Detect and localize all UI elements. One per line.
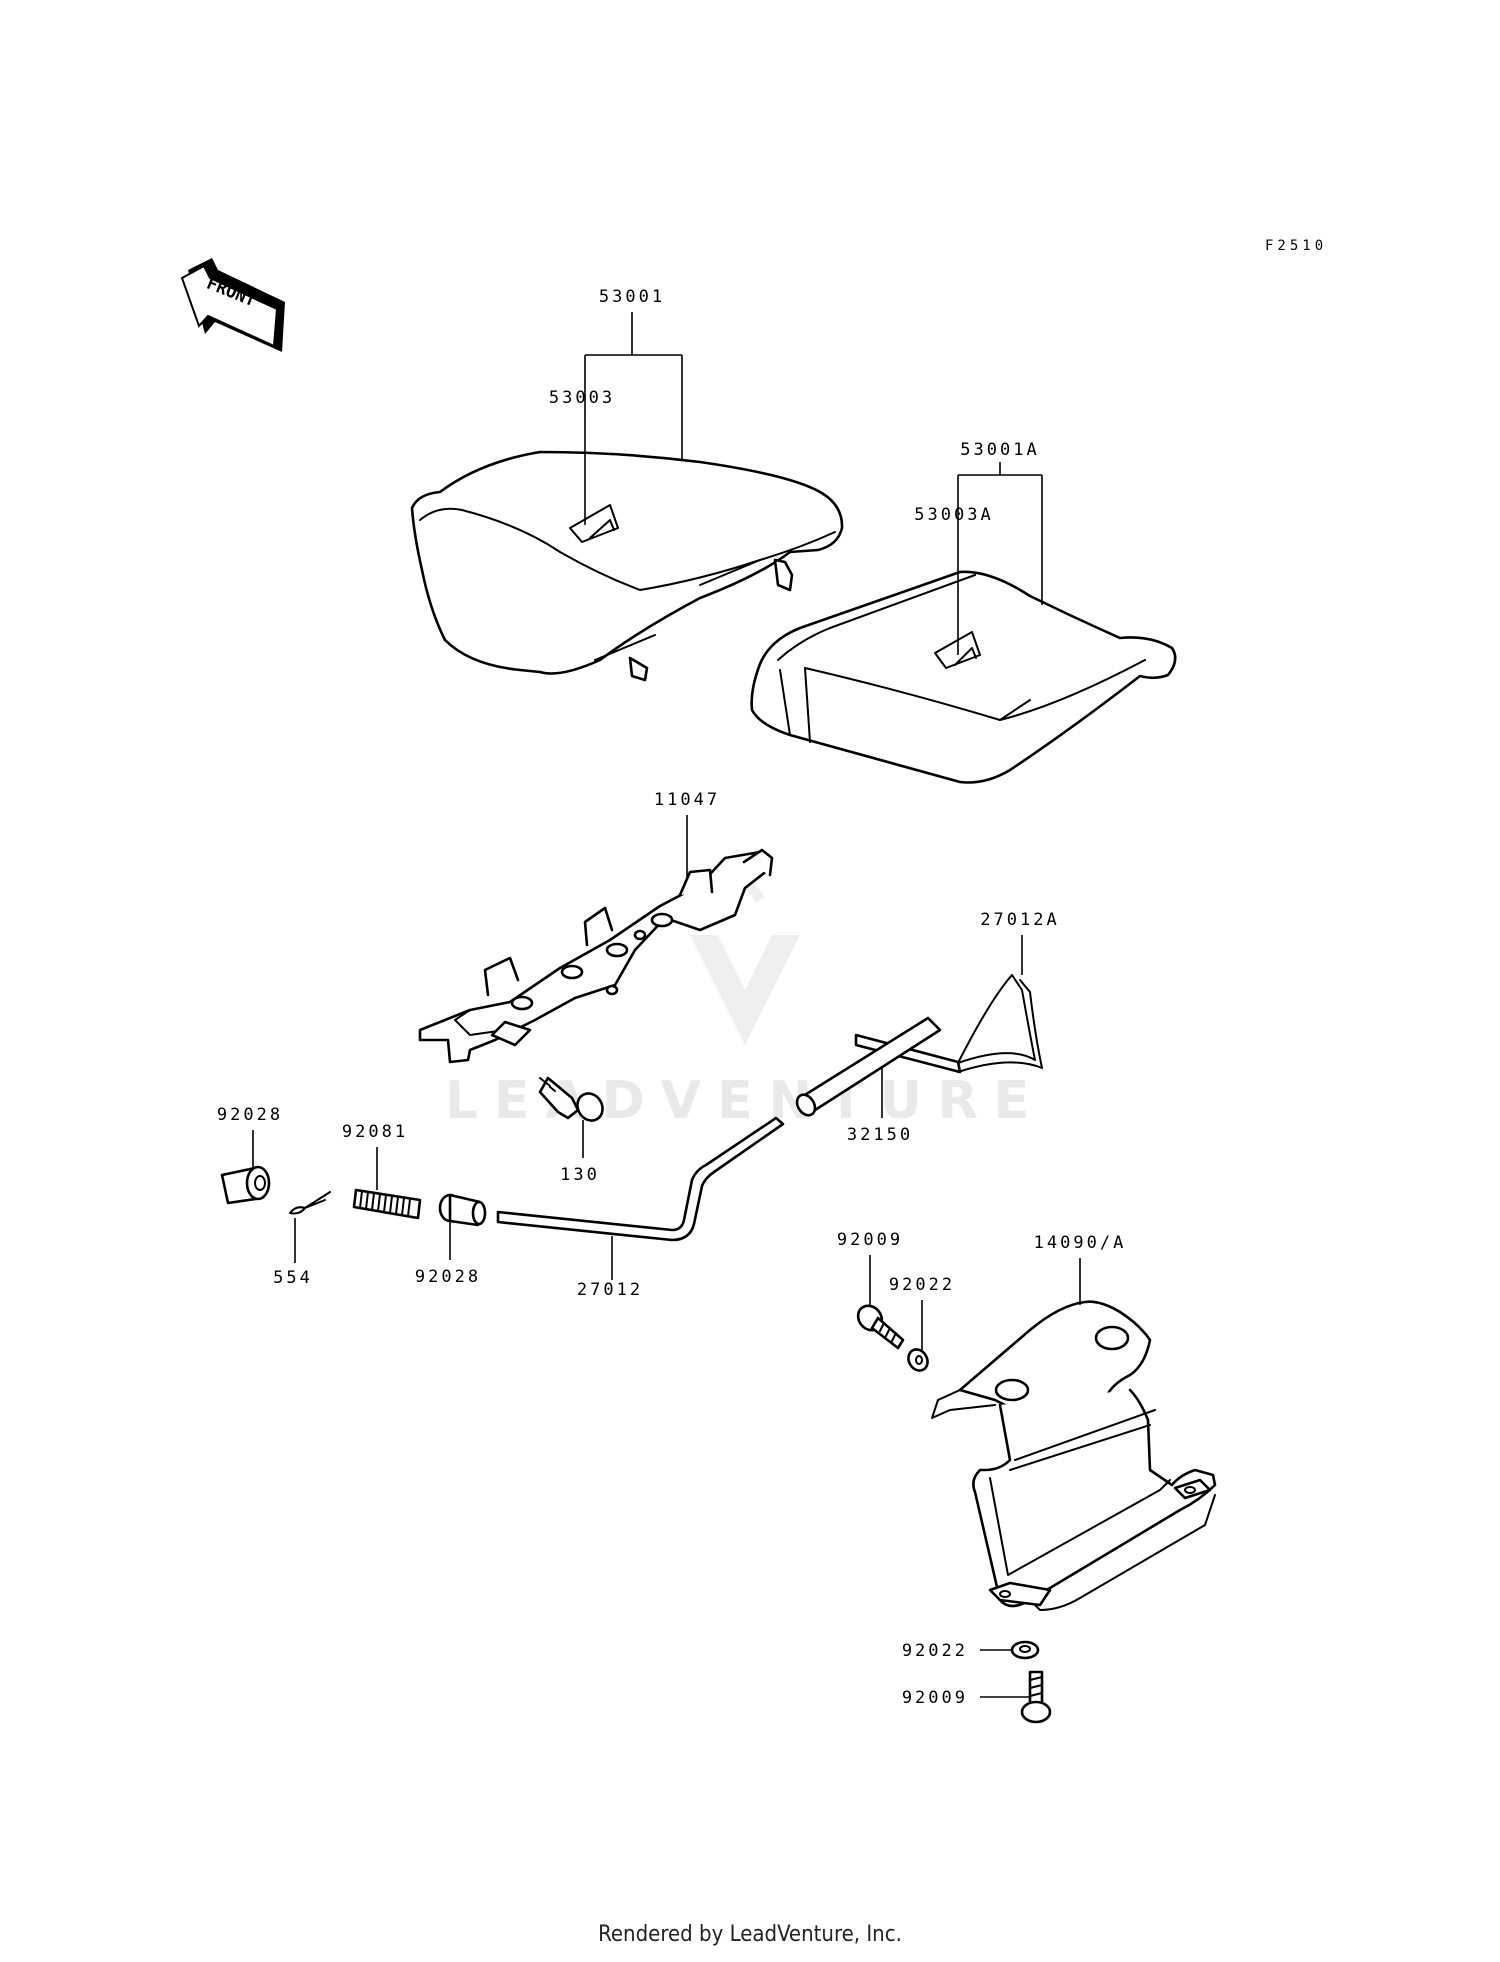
tube: [795, 1016, 942, 1117]
label-passenger-seat: 53001A: [960, 440, 1039, 460]
label-passenger-seat-cover: 53003A: [914, 505, 993, 525]
grab-bolt-upper: [856, 1304, 905, 1350]
watermark-text: LEADVENTURE: [445, 1071, 1046, 1131]
watermark-logo: LEADVENTURE: [445, 880, 1046, 1131]
label-spring: 92081: [342, 1122, 408, 1142]
grab-washer-upper: [907, 1348, 929, 1372]
label-bolt-130: 130: [560, 1165, 600, 1185]
label-grab-washer-upper: 92022: [889, 1275, 955, 1295]
label-grab-bolt-upper: 92009: [837, 1230, 903, 1250]
label-cap: 92028: [217, 1105, 283, 1125]
spring: [352, 1188, 422, 1220]
grab-rail: [931, 1300, 1217, 1611]
figure-code: F2510: [1265, 238, 1327, 254]
cotter-pin: [289, 1191, 331, 1215]
label-rider-seat: 53001: [599, 287, 665, 307]
label-cotter-pin: 554: [273, 1268, 313, 1288]
bolt-130: [538, 1076, 604, 1122]
label-tube: 32150: [847, 1125, 913, 1145]
lock-rod: [496, 1116, 785, 1242]
label-seat-bracket: 11047: [654, 790, 720, 810]
lock-rod-a: [854, 974, 1043, 1074]
label-lock-rod: 27012: [577, 1280, 643, 1300]
passenger-seat: [750, 570, 1177, 784]
label-grab-rail: 14090/A: [1034, 1233, 1127, 1253]
footer-credit: Rendered by LeadVenture, Inc.: [598, 1922, 902, 1947]
passenger-seat-leaders: [957, 462, 1043, 655]
grab-bolt-lower: [1020, 1670, 1052, 1724]
cap: [220, 1165, 271, 1205]
label-grab-bolt-lower: 92009: [902, 1688, 968, 1708]
front-direction-arrow-icon: FRONT: [180, 258, 285, 352]
collar: [438, 1193, 487, 1227]
grab-washer-lower: [1010, 1640, 1040, 1660]
label-grab-washer-lower: 92022: [902, 1641, 968, 1661]
rider-seat: [410, 450, 844, 682]
rider-seat-leaders: [584, 312, 683, 525]
label-rider-seat-cover: 53003: [549, 388, 615, 408]
label-lock-rod-a: 27012A: [980, 910, 1059, 930]
label-collar: 92028: [415, 1267, 481, 1287]
seat-bracket: [418, 848, 774, 1064]
